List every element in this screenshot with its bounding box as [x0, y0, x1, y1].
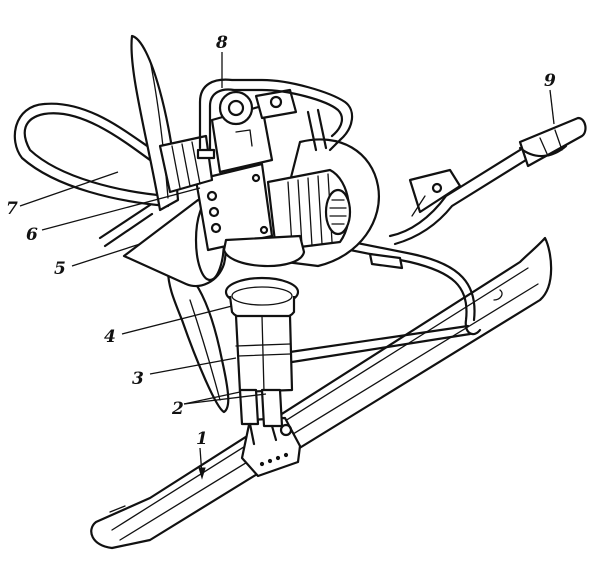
control-rod [388, 148, 528, 246]
stanchion [234, 314, 294, 394]
callout-5: 5 [54, 259, 66, 279]
damper-rods [238, 388, 284, 446]
callout-1: 1 [196, 429, 208, 449]
ski-mount-bracket [240, 416, 302, 478]
callout-4: 4 [104, 327, 116, 347]
callout-labels: 1 2 3 4 5 6 7 8 9 [6, 33, 556, 449]
callout-leaders [19, 52, 555, 480]
callout-7: 7 [6, 199, 18, 219]
top-tube [196, 78, 354, 160]
callout-3: 3 [132, 369, 144, 389]
callout-9: 9 [544, 71, 556, 91]
left-tube-frame [13, 102, 170, 248]
callout-6: 6 [26, 225, 38, 245]
ski [90, 236, 553, 550]
engine-block [158, 88, 380, 268]
drive-coupling [224, 276, 300, 322]
throttle-handle [518, 116, 587, 168]
rear-tube-frame [288, 228, 482, 336]
callout-8: 8 [215, 33, 228, 53]
rear-strut [288, 324, 472, 364]
callout-2: 2 [171, 399, 184, 419]
